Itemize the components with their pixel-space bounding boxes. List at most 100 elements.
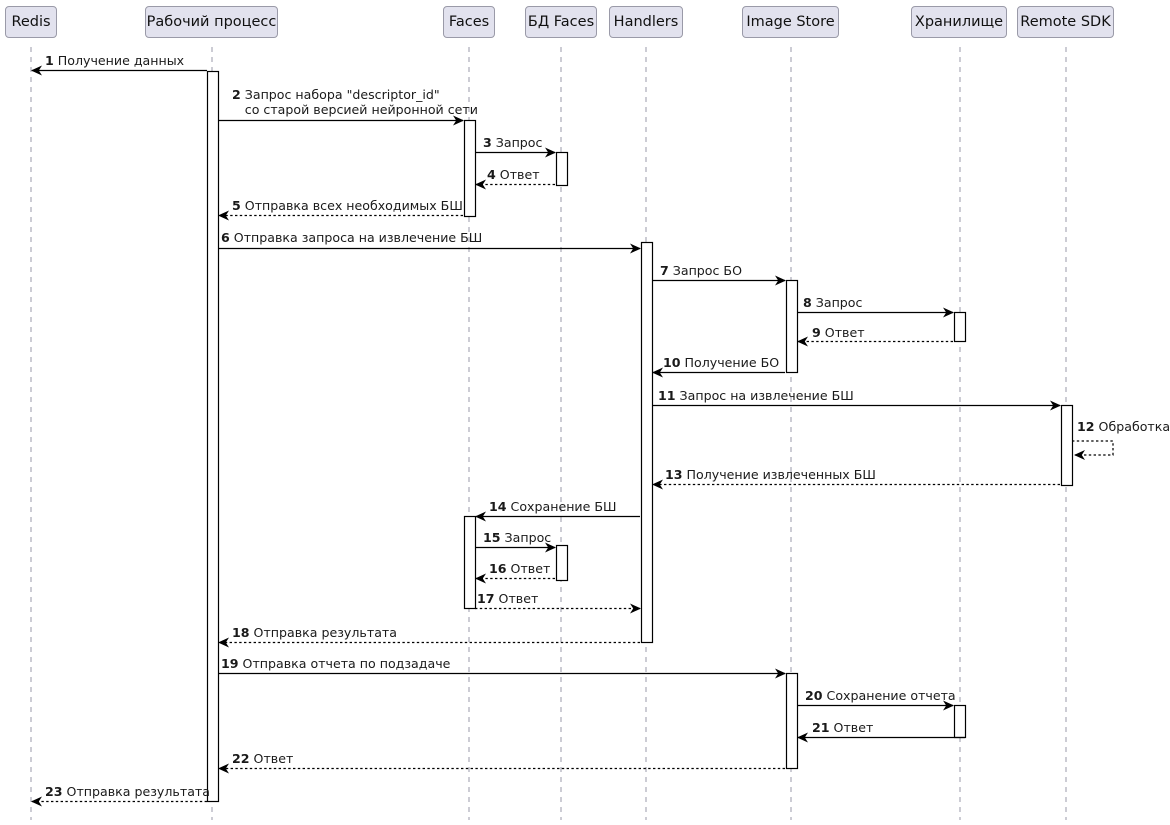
act-storage-2 <box>953 704 967 739</box>
message-sequence-number: 1 <box>45 53 54 68</box>
message-text: Отправка отчета по подзадаче <box>242 656 451 671</box>
message-label-line: 18 Отправка результата <box>232 625 397 641</box>
message-text: Получение данных <box>57 53 185 68</box>
act-faces-1 <box>463 119 477 218</box>
participant-faces[interactable]: Faces <box>443 6 495 38</box>
message-label-12: 12 Обработка <box>1077 419 1170 435</box>
message-label-line: 15 Запрос <box>483 530 552 546</box>
message-sequence-number: 19 <box>221 656 239 671</box>
message-label-line: 5 Отправка всех необходимых БШ <box>232 198 463 214</box>
message-text: Ответ <box>833 720 874 735</box>
message-label-line: 8 Запрос <box>803 295 863 311</box>
message-label-1: 1 Получение данных <box>45 53 185 69</box>
message-text: Отправка запроса на извлечение БШ <box>233 230 483 245</box>
message-label-line: 17 Ответ <box>477 591 539 607</box>
message-text: Запрос набора "descriptor_id" <box>244 87 440 102</box>
message-text: Запрос <box>815 295 863 310</box>
message-sequence-number: 5 <box>232 198 241 213</box>
message-sequence-number: 11 <box>658 388 676 403</box>
lifelines-group <box>30 47 1067 820</box>
act-faces-2 <box>463 515 477 610</box>
message-label-line: 23 Отправка результата <box>45 784 210 800</box>
message-label-line: 2 со старой версией нейронной сети <box>232 101 478 118</box>
message-sequence-number: 20 <box>805 688 823 703</box>
message-label-21: 21 Ответ <box>812 720 874 736</box>
message-text: Ответ <box>253 751 294 766</box>
act-worker-main <box>206 70 220 803</box>
message-sequence-number: 10 <box>663 355 681 370</box>
message-text: со старой версией нейронной сети <box>244 101 478 117</box>
message-label-line: 6 Отправка запроса на извлечение БШ <box>221 230 483 246</box>
message-sequence-number: 15 <box>483 530 501 545</box>
message-sequence-number: 3 <box>483 135 492 150</box>
message-label-line: 4 Ответ <box>487 167 540 183</box>
message-label-9: 9 Ответ <box>812 325 865 341</box>
participant-label: Handlers <box>613 14 679 30</box>
message-label-22: 22 Ответ <box>232 751 294 767</box>
message-sequence-number: 14 <box>489 499 507 514</box>
message-label-line: 20 Сохранение отчета <box>805 688 956 704</box>
participant-label: Faces <box>448 14 490 30</box>
message-label-line: 13 Получение извлеченных БШ <box>665 467 876 483</box>
message-sequence-number: 21 <box>812 720 830 735</box>
message-label-15: 15 Запрос <box>483 530 552 546</box>
message-label-line: 10 Получение БО <box>663 355 779 371</box>
message-label-8: 8 Запрос <box>803 295 863 311</box>
message-sequence-number: 22 <box>232 751 250 766</box>
message-label-line: 22 Ответ <box>232 751 294 767</box>
participant-facesdb[interactable]: БД Faces <box>525 6 597 38</box>
participant-storage[interactable]: Хранилище <box>911 6 1007 38</box>
message-label-line: 9 Ответ <box>812 325 865 341</box>
message-text: Ответ <box>824 325 865 340</box>
message-text: Запрос <box>504 530 552 545</box>
activation-bars-group <box>206 70 1074 803</box>
message-sequence-number: 4 <box>487 167 496 182</box>
message-sequence-number: 13 <box>665 467 683 482</box>
message-label-13: 13 Получение извлеченных БШ <box>665 467 876 483</box>
message-sequence-number: 16 <box>489 561 507 576</box>
message-text: Ответ <box>499 167 540 182</box>
message-text: Запрос на извлечение БШ <box>679 388 854 403</box>
message-label-19: 19 Отправка отчета по подзадаче <box>221 656 451 672</box>
message-label-14: 14 Сохранение БШ <box>489 499 616 515</box>
message-label-5: 5 Отправка всех необходимых БШ <box>232 198 463 214</box>
participant-worker[interactable]: Рабочий процесс <box>145 6 278 38</box>
act-imagestore-2 <box>785 672 799 770</box>
message-label-7: 7 Запрос БО <box>660 263 742 279</box>
message-label-6: 6 Отправка запроса на извлечение БШ <box>221 230 483 246</box>
message-sequence-number: 12 <box>1077 419 1095 434</box>
participant-label: Image Store <box>746 14 835 30</box>
message-label-10: 10 Получение БО <box>663 355 779 371</box>
message-label-line: 19 Отправка отчета по подзадаче <box>221 656 451 672</box>
participant-label: БД Faces <box>527 14 595 30</box>
participant-redis[interactable]: Redis <box>5 6 57 38</box>
message-text: Сохранение отчета <box>826 688 956 703</box>
act-handlers-1 <box>640 241 654 644</box>
message-label-4: 4 Ответ <box>487 167 540 183</box>
message-label-line: 2 Запрос набора "descriptor_id" <box>232 87 478 103</box>
message-sequence-number: 9 <box>812 325 821 340</box>
message-sequence-number: 6 <box>221 230 230 245</box>
message-text: Запрос БО <box>672 263 742 278</box>
message-label-line: 1 Получение данных <box>45 53 185 69</box>
participant-imagestore[interactable]: Image Store <box>742 6 839 38</box>
act-facesdb-1 <box>555 151 569 187</box>
participant-handlers[interactable]: Handlers <box>609 6 683 38</box>
participant-remotesdk[interactable]: Remote SDK <box>1017 6 1114 38</box>
message-text: Отправка всех необходимых БШ <box>244 198 463 213</box>
participant-label: Redis <box>11 14 51 30</box>
message-text: Ответ <box>498 591 539 606</box>
act-storage-1 <box>953 311 967 343</box>
message-label-18: 18 Отправка результата <box>232 625 397 641</box>
message-label-3: 3 Запрос <box>483 135 542 151</box>
message-text: Отправка результата <box>253 625 397 640</box>
act-remotesdk-1 <box>1060 404 1074 487</box>
act-imagestore-1 <box>785 279 799 374</box>
message-label-line: 7 Запрос БО <box>660 263 742 279</box>
participant-label: Хранилище <box>914 14 1004 30</box>
message-label-2: 2 Запрос набора "descriptor_id"2 со стар… <box>232 87 478 118</box>
message-label-23: 23 Отправка результата <box>45 784 210 800</box>
message-arrows-group <box>31 65 1114 807</box>
